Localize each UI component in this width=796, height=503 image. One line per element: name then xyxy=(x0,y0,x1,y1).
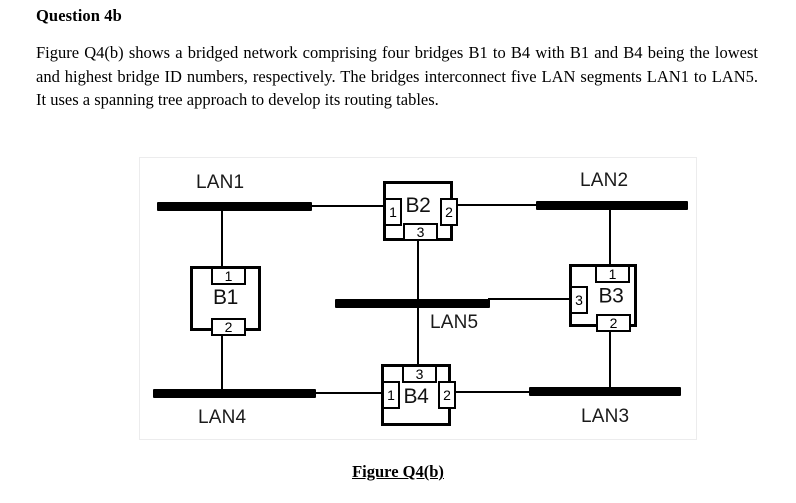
wire-lan2-to-b3 xyxy=(609,206,611,266)
bridge-b3-label: B3 xyxy=(598,283,624,307)
lan-label-lan4: LAN4 xyxy=(198,407,247,428)
figure-caption: Figure Q4(b) xyxy=(0,462,796,482)
bridge-b4-port-3[interactable]: 3 xyxy=(402,365,437,383)
question-body-text: Figure Q4(b) shows a bridged network com… xyxy=(36,43,758,109)
bridge-b4-port-1[interactable]: 1 xyxy=(382,381,400,409)
bridge-b4-label: B4 xyxy=(403,384,429,408)
wire-lan4-to-b4 xyxy=(314,392,383,394)
bridge-b2-port-1[interactable]: 1 xyxy=(384,198,402,226)
lan-label-lan3: LAN3 xyxy=(581,406,630,427)
bridge-b1-port-1[interactable]: 1 xyxy=(211,267,246,285)
network-diagram: LAN1 LAN2 LAN5 LAN4 LAN3 B1 1 2 B2 1 2 3… xyxy=(140,158,698,441)
wire-lan1-to-b2 xyxy=(310,205,385,207)
lan-segment-lan5 xyxy=(335,299,490,308)
lan-segment-lan4 xyxy=(153,389,316,398)
wire-b2-to-lan5 xyxy=(417,238,419,304)
lan-label-lan1: LAN1 xyxy=(196,172,245,193)
wire-b4-to-lan3 xyxy=(449,391,533,393)
bridge-b2[interactable]: B2 1 2 3 xyxy=(383,181,458,241)
wire-lan1-to-b1 xyxy=(221,208,223,270)
bridge-b2-port-2[interactable]: 2 xyxy=(440,198,458,226)
figure-caption-text: Figure Q4(b) xyxy=(352,462,444,481)
lan-segment-lan2 xyxy=(536,201,688,210)
wire-b3-to-lan3 xyxy=(609,326,611,390)
bridge-b3-port-1[interactable]: 1 xyxy=(595,265,630,283)
bridge-b4-port-2[interactable]: 2 xyxy=(438,381,456,409)
wire-b1-to-lan4 xyxy=(221,330,223,392)
bridge-b1[interactable]: B1 1 2 xyxy=(190,266,261,336)
bridge-b3-port-2[interactable]: 2 xyxy=(596,314,631,332)
bridge-b3[interactable]: B3 1 3 2 xyxy=(569,264,637,332)
bridge-b2-label: B2 xyxy=(405,194,431,218)
wire-lan5-to-b3 xyxy=(488,298,570,300)
bridge-b2-port-3[interactable]: 3 xyxy=(403,223,438,241)
bridge-b1-port-2[interactable]: 2 xyxy=(211,318,246,336)
lan-segment-lan3 xyxy=(529,387,681,396)
bridge-b3-port-3[interactable]: 3 xyxy=(570,286,588,314)
wire-b2-to-lan2 xyxy=(451,204,539,206)
lan-label-lan5: LAN5 xyxy=(430,312,479,333)
lan-label-lan2: LAN2 xyxy=(580,170,629,191)
wire-lan5-to-b4 xyxy=(417,303,419,365)
bridge-b1-label: B1 xyxy=(212,285,239,309)
figure-container: LAN1 LAN2 LAN5 LAN4 LAN3 B1 1 2 B2 1 2 3… xyxy=(139,157,697,440)
bridge-b4[interactable]: B4 3 1 2 xyxy=(381,364,456,426)
lan-segment-lan1 xyxy=(157,202,312,211)
page-title: Question 4b xyxy=(36,6,122,25)
